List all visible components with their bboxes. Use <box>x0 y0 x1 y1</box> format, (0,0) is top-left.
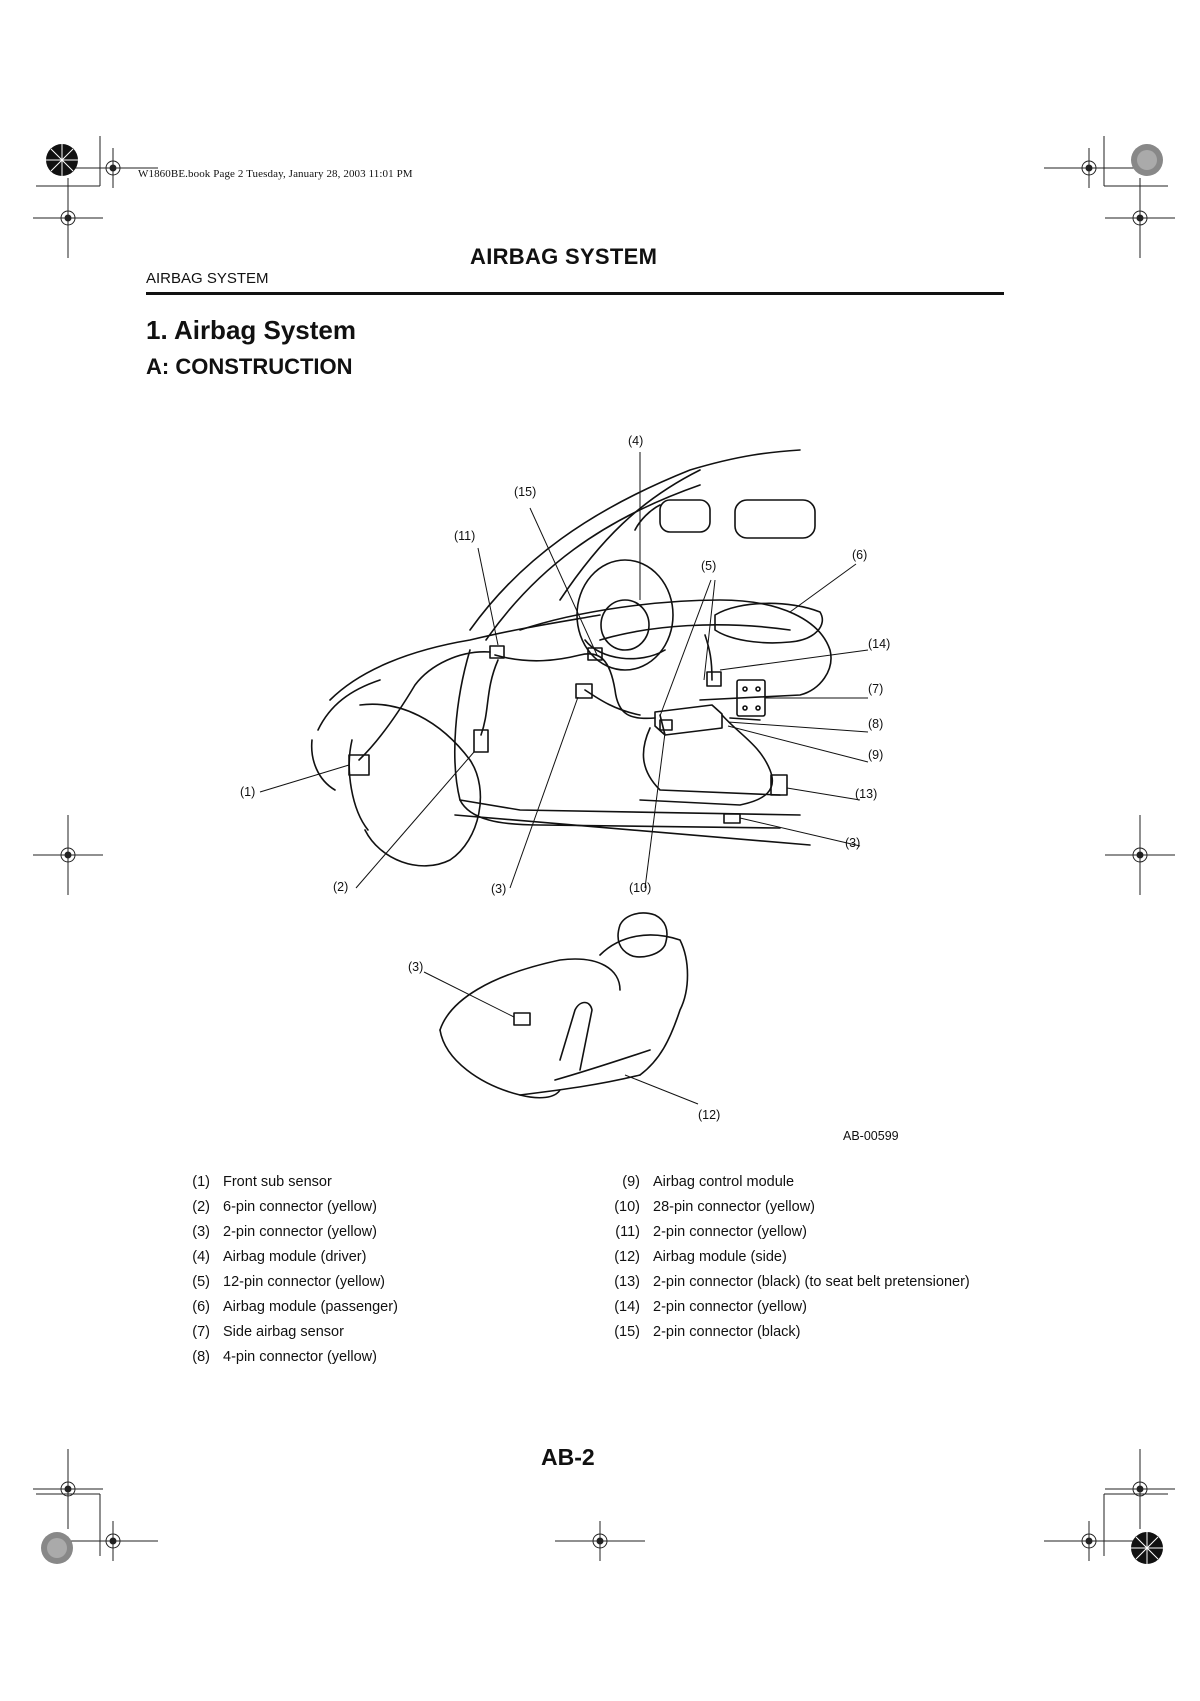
callout-4: (4) <box>628 434 643 448</box>
callout-2: (2) <box>333 880 348 894</box>
starburst-disc-top-left <box>46 144 78 176</box>
crosshair-marks <box>33 148 1175 1561</box>
page-number: AB-2 <box>541 1444 595 1470</box>
header-rule <box>146 292 1004 295</box>
callout-3a: (3) <box>845 836 860 850</box>
callout-15: (15) <box>514 485 536 499</box>
callout-1: (1) <box>240 785 255 799</box>
seat-illustration <box>439 912 689 1099</box>
section-header: AIRBAG SYSTEM <box>146 270 269 287</box>
callout-9: (9) <box>868 748 883 762</box>
callout-10: (10) <box>629 881 651 895</box>
callout-7: (7) <box>868 682 883 696</box>
starburst-disc-bottom-right <box>1131 1532 1163 1564</box>
starburst-disc-bottom-left <box>41 1532 73 1564</box>
callout-8: (8) <box>868 717 883 731</box>
heading-2: A: CONSTRUCTION <box>146 354 353 379</box>
callout-6: (6) <box>852 548 867 562</box>
callout-14: (14) <box>868 637 890 651</box>
chapter-title: AIRBAG SYSTEM <box>470 244 658 269</box>
car-illustration <box>310 449 832 867</box>
callout-3b: (3) <box>491 882 506 896</box>
callout-11: (11) <box>454 529 475 543</box>
callout-3c: (3) <box>408 960 423 974</box>
figure-id: AB-00599 <box>843 1129 899 1143</box>
callout-12: (12) <box>698 1108 720 1122</box>
heading-1: 1. Airbag System <box>146 315 357 345</box>
leader-lines <box>259 452 869 889</box>
book-slug: W1860BE.book Page 2 Tuesday, January 28,… <box>138 168 413 180</box>
callout-13: (13) <box>855 787 877 801</box>
starburst-disc-top-right <box>1131 144 1163 176</box>
callout-5: (5) <box>701 559 716 573</box>
